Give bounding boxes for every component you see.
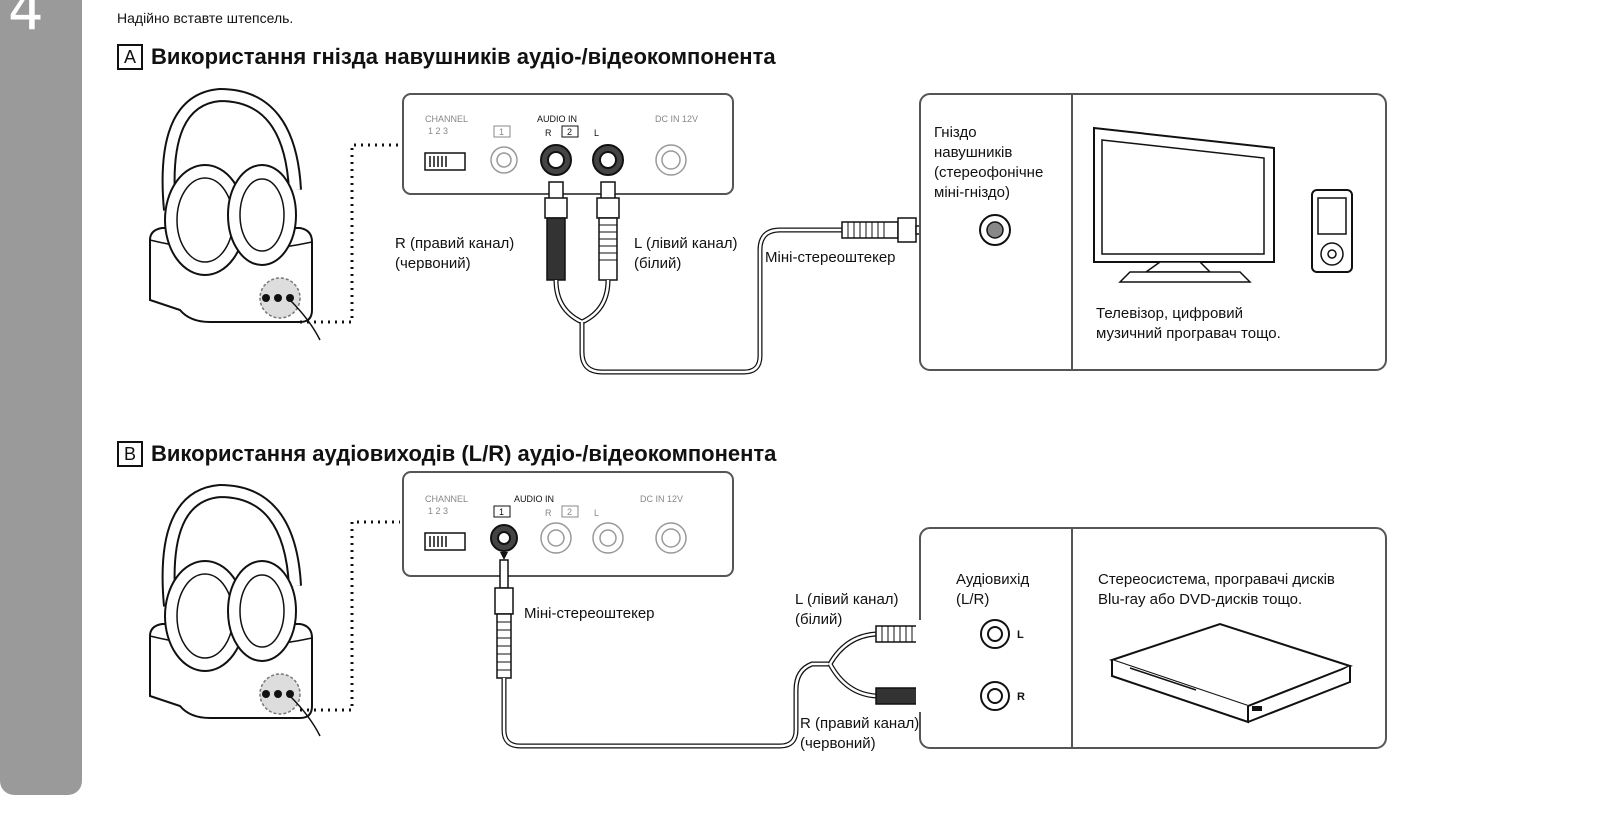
step-sidebar: 4	[0, 0, 82, 795]
label-out-r: R	[1017, 691, 1025, 703]
source-device-box-a: Гніздо навушників (стереофонічне міні-гн…	[919, 93, 1387, 371]
panel-b-input-1: 1	[499, 507, 504, 517]
panel-b-r: R	[545, 508, 552, 518]
source-device-box-b: Аудіовихід (L/R) L R Стереосистема, прог…	[916, 527, 1387, 749]
label-l-color-a: (білий)	[634, 255, 681, 272]
channel-switch	[424, 152, 466, 171]
panel-input-2: 2	[567, 127, 572, 137]
panel-channel-label: CHANNEL	[425, 114, 468, 124]
label-device-b-2: Blu-ray або DVD-дисків тощо.	[1098, 591, 1302, 608]
label-jack-1: Гніздо	[934, 124, 977, 141]
label-r-channel-b: R (правий канал)	[800, 715, 919, 732]
disc-player-icon	[1108, 622, 1353, 724]
transmitter-panel-a: CHANNEL 1 2 3 AUDIO IN 1 R 2 L DC IN 12V	[402, 93, 734, 195]
section-b-title: B Використання аудіовиходів (L/R) аудіо-…	[117, 441, 776, 467]
label-l-channel-a: L (лівий канал)	[634, 235, 738, 252]
label-r-color-b: (червоний)	[800, 735, 876, 752]
panel-r: R	[545, 128, 552, 138]
rca-plugs-a	[544, 181, 842, 375]
section-b-letter: B	[117, 441, 143, 467]
label-out-l: L	[1017, 629, 1024, 641]
label-mini-plug-b: Міні-стереоштекер	[524, 605, 655, 622]
section-a-letter: A	[117, 44, 143, 70]
headphone-stand-a	[150, 95, 320, 340]
panel-b-input-2: 2	[567, 507, 572, 517]
step-number: 4	[8, 0, 44, 43]
label-l-color-b: (білий)	[795, 611, 842, 628]
label-r-channel-a: R (правий канал)	[395, 235, 514, 252]
music-player-icon	[1311, 189, 1353, 273]
tv-icon	[1093, 126, 1275, 283]
panel-b-dc-in: DC IN 12V	[640, 494, 683, 504]
panel-dc-in: DC IN 12V	[655, 114, 698, 124]
zoom-indicator-b	[300, 520, 400, 712]
label-device-a-2: музичний програвач тощо.	[1096, 325, 1281, 342]
label-jack-4: міні-гніздо)	[934, 184, 1010, 201]
panel-b-audio-in: AUDIO IN	[514, 494, 554, 504]
headphone-stand-b	[150, 491, 320, 736]
step-instruction: Надійно вставте штепсель.	[117, 10, 294, 26]
label-audio-out-2: (L/R)	[956, 591, 989, 608]
label-mini-plug-a: Міні-стереоштекер	[765, 249, 896, 266]
panel-channel-numbers: 1 2 3	[428, 126, 448, 136]
transmitter-panel-b: CHANNEL 1 2 3 AUDIO IN 1 R 2 L DC IN 12V	[402, 471, 734, 577]
section-b-title-text: Використання аудіовиходів (L/R) аудіо-/в…	[151, 441, 777, 466]
label-device-a-1: Телевізор, цифровий	[1096, 305, 1243, 322]
label-l-channel-b: L (лівий канал)	[795, 591, 899, 608]
panel-b-l: L	[594, 508, 599, 518]
mini-plug-b	[494, 552, 830, 749]
panel-audio-in-label: AUDIO IN	[537, 114, 577, 124]
label-jack-3: (стереофонічне	[934, 164, 1043, 181]
label-device-b-1: Стереосистема, програвачі дисків	[1098, 571, 1335, 588]
section-a-title: A Використання гнізда навушників аудіо-/…	[117, 44, 776, 70]
panel-l: L	[594, 128, 599, 138]
section-a-title-text: Використання гнізда навушників аудіо-/ві…	[151, 44, 776, 69]
zoom-indicator-a	[300, 143, 400, 324]
panel-input-1: 1	[499, 127, 504, 137]
label-r-color-a: (червоний)	[395, 255, 471, 272]
panel-b-channel: CHANNEL	[425, 494, 468, 504]
label-jack-2: навушників	[934, 144, 1012, 161]
panel-b-channel-numbers: 1 2 3	[428, 506, 448, 516]
label-audio-out-1: Аудіовихід	[956, 571, 1029, 588]
